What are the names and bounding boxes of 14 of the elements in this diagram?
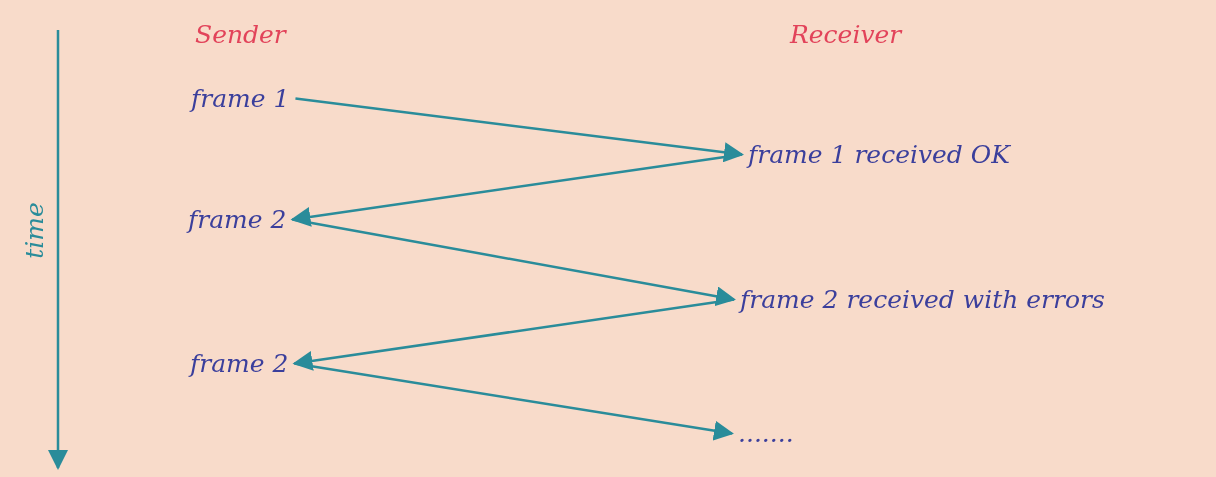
column-heading: Receiver	[790, 20, 902, 49]
arrow	[292, 218, 736, 307]
arrow	[292, 298, 735, 371]
column-heading: Sender	[195, 20, 286, 49]
arrow	[295, 97, 744, 163]
frame-text: frame 2	[182, 203, 293, 236]
frame-text: frame 1	[185, 82, 296, 115]
frame-text: frame 1 received OK	[742, 138, 1016, 171]
axis-label: time	[19, 201, 49, 259]
frame-text: frame 2	[184, 347, 295, 380]
arrow	[290, 153, 743, 227]
frame-text: .......	[732, 417, 800, 450]
arrow	[294, 362, 734, 441]
frame-text: frame 2 received with errors	[734, 283, 1111, 316]
